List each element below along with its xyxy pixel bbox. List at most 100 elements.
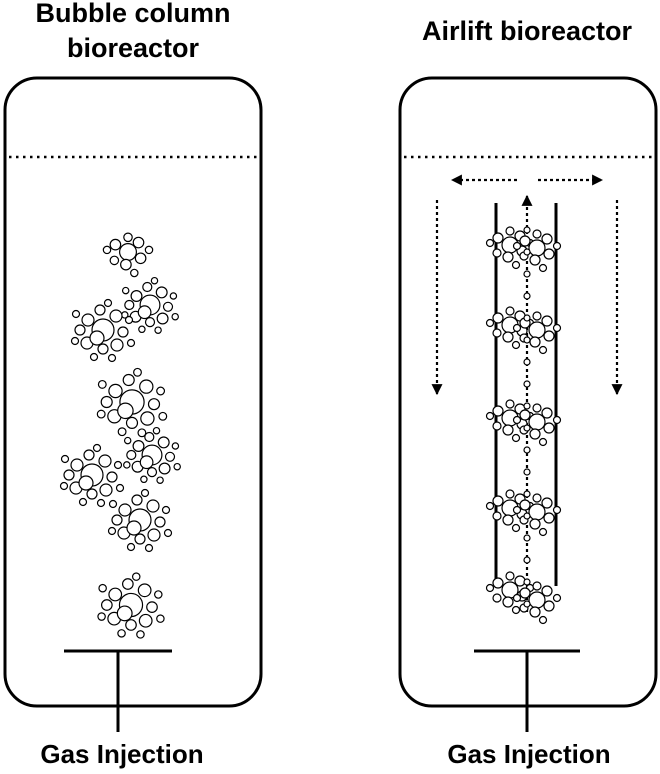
gas-bubble	[99, 483, 113, 497]
gas-bubble	[171, 442, 180, 450]
gas-bubble	[543, 330, 555, 342]
gas-bubble	[142, 281, 153, 293]
gas-bubble	[538, 527, 548, 537]
gas-bubble	[523, 578, 531, 586]
gas-bubble	[124, 315, 134, 325]
gas-bubble	[543, 248, 555, 260]
gas-bubble	[98, 454, 112, 468]
gas-bubble	[511, 523, 521, 533]
gas-bubble	[109, 238, 122, 251]
gas-bubble	[502, 251, 514, 263]
gas-bubble	[97, 379, 107, 389]
gas-bubble	[485, 583, 495, 593]
gas-bubble	[523, 556, 531, 564]
gas-bubble	[492, 495, 504, 507]
gas-bubble	[529, 254, 541, 266]
gas-bubble	[505, 226, 515, 236]
gas-bubble	[109, 309, 123, 323]
gas-bubble	[529, 428, 541, 440]
gas-bubble	[122, 373, 135, 387]
gas-bubble	[126, 520, 142, 536]
gas-bubble	[146, 601, 158, 613]
gas-bubble	[523, 468, 531, 476]
gas-bubble	[511, 433, 521, 443]
gas-bubble	[117, 629, 126, 638]
gas-bubble	[139, 379, 154, 394]
gas-bubble	[70, 458, 84, 472]
gas-bubble	[111, 514, 123, 526]
gas-bubble	[505, 399, 515, 409]
airlift-title: Airlift bioreactor	[422, 16, 633, 46]
gas-bubble	[519, 409, 531, 421]
bubble-column-vessel	[3, 76, 263, 708]
gas-bubble	[541, 233, 553, 245]
gas-bubble	[523, 380, 531, 388]
gas-bubble	[523, 600, 531, 608]
gas-bubble	[86, 488, 98, 500]
gas-bubble	[117, 402, 134, 420]
gas-bubble	[523, 424, 531, 432]
gas-bubble	[109, 255, 120, 266]
gas-bubble	[156, 312, 169, 325]
gas-bubble	[147, 398, 161, 411]
gas-bubble	[98, 583, 107, 593]
gas-bubble	[97, 343, 109, 355]
gas-bubble	[502, 424, 514, 436]
gas-bubble	[92, 443, 102, 453]
gas-bubble	[511, 260, 521, 270]
gas-bubble	[505, 306, 515, 316]
gas-bubble	[121, 578, 134, 590]
gas-bubble	[532, 581, 542, 591]
gas-bubble	[123, 436, 132, 445]
gas-bubble	[140, 488, 150, 498]
gas-bubble	[492, 232, 504, 244]
gas-bubble	[156, 386, 166, 396]
gas-bubble	[137, 583, 152, 598]
gas-bubble	[523, 248, 531, 256]
gas-bubble	[158, 462, 171, 475]
gas-bubble	[523, 402, 531, 410]
gas-bubble	[154, 590, 163, 599]
gas-bubble	[74, 324, 86, 336]
gas-bubble	[161, 505, 171, 515]
gas-bubble	[125, 619, 137, 631]
gas-bubble	[156, 614, 165, 623]
airlift-bubbles	[485, 226, 562, 625]
gas-bubble	[137, 305, 152, 320]
airlift-gas-injection-label: Gas Injection	[447, 739, 610, 769]
gas-bubble	[70, 336, 80, 346]
bubble-column-title-line2: bioreactor	[67, 33, 200, 63]
gas-bubble	[107, 353, 117, 363]
gas-bubble	[552, 505, 562, 515]
gas-bubble	[100, 599, 113, 611]
gas-bubble	[146, 499, 160, 513]
gas-bubble	[523, 512, 531, 520]
gas-bubble	[97, 612, 106, 621]
gas-bubble	[137, 428, 147, 438]
gas-bubble	[519, 499, 531, 511]
gas-bubble	[541, 407, 553, 419]
gas-bubble	[157, 436, 170, 449]
gas-bubble	[134, 533, 146, 545]
gas-bubble	[171, 312, 179, 321]
gas-bubble	[543, 422, 555, 434]
gas-bubble	[103, 298, 113, 308]
gas-bubble	[60, 454, 70, 464]
gas-bubble	[96, 498, 106, 508]
bubble-column-bioreactor: Bubble column bioreactor Gas Injection	[3, 0, 263, 769]
airlift-bioreactor: Airlift bioreactor Gas Injection	[398, 16, 658, 769]
gas-bubble	[538, 345, 548, 355]
gas-bubble	[117, 326, 129, 338]
gas-bubble	[532, 493, 542, 503]
gas-bubble	[115, 483, 125, 493]
gas-bubble	[113, 460, 123, 470]
gas-bubble	[147, 528, 161, 542]
gas-bubble	[144, 317, 156, 328]
gas-bubble	[492, 405, 504, 417]
gas-bubble	[158, 411, 168, 421]
gas-bubble	[140, 411, 155, 426]
gas-bubble	[123, 461, 131, 469]
gas-bubble	[538, 615, 548, 625]
bubble-column-bubbles	[59, 232, 181, 639]
gas-bubble	[492, 328, 502, 338]
